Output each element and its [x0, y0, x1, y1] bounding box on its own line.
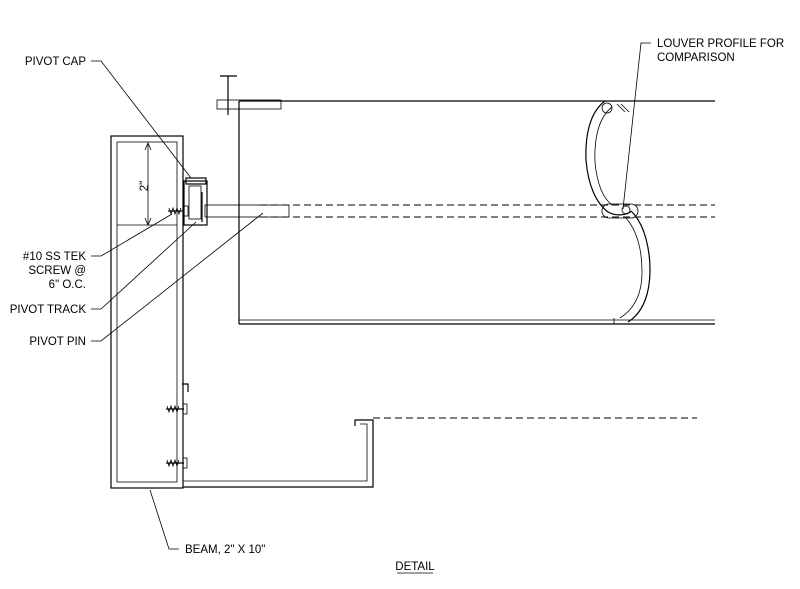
detail-title: DETAIL: [395, 561, 435, 573]
tek-screw-label-line1: #10 SS TEK: [23, 251, 86, 263]
tek-screw-lower-2: [166, 457, 188, 469]
louver-profile-label-line2: COMPARISON: [657, 52, 735, 64]
louver-blade: [238, 100, 715, 325]
dimension-label: 2": [139, 181, 151, 191]
tek-screw-label-line2: SCREW @: [28, 265, 86, 277]
pivot-track: [183, 180, 208, 226]
gutter-bracket: [182, 383, 697, 488]
beam: [110, 135, 184, 489]
t-clip: [216, 75, 282, 115]
pivot-cap-label: PIVOT CAP: [25, 56, 86, 68]
louver-profile-label-line1: LOUVER PROFILE FOR: [657, 38, 784, 50]
pivot-pin-label: PIVOT PIN: [29, 336, 86, 348]
leaders: [91, 42, 651, 550]
dimension-2in: 2": [117, 141, 177, 227]
pivot-track-label: PIVOT TRACK: [10, 304, 87, 316]
tek-screw-lower-1: [166, 403, 188, 415]
louver-profile: [585, 100, 651, 324]
pivot-cap: [185, 177, 207, 185]
pivot-centerline: [260, 204, 715, 218]
tek-screw: [168, 205, 189, 217]
pivot-pin: [204, 204, 290, 218]
beam-label: BEAM, 2" X 10": [185, 544, 265, 556]
tek-screw-label-line3: 6" O.C.: [49, 279, 86, 291]
